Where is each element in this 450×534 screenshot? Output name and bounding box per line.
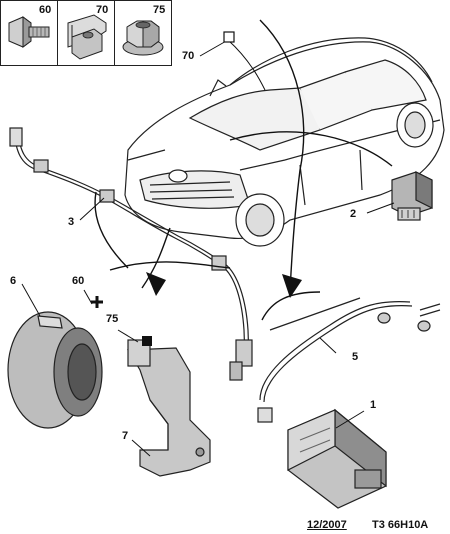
harness-5 [257,297,441,423]
callout-7: 7 [122,430,129,442]
bracket-7 [126,339,211,477]
callout-60: 60 [72,275,85,287]
callout-3: 3 [68,216,75,228]
callout-2: 2 [350,208,357,220]
callout-75: 75 [106,313,119,325]
legend-box-clip: 70 [57,0,115,66]
footer-reference: T3 66H10A [372,519,429,531]
harness-3 [9,127,253,381]
callout-5: 5 [352,351,359,363]
flange-nut-icon [122,20,164,56]
siren-6 [7,311,103,429]
connector-2 [391,171,433,221]
clip-nut-icon [67,14,107,60]
marker-square-open [223,31,235,43]
arrow-heads [146,272,302,298]
callout-6: 6 [10,275,17,287]
callout-1: 1 [370,399,377,411]
footer-date: 12/2007 [307,519,347,531]
callout-70: 70 [182,50,195,62]
control-module-1 [287,408,387,509]
legend-box-nut: 75 [114,0,172,66]
marker-plus [91,296,103,308]
car-illustration [124,37,445,247]
leader-lines [21,39,395,457]
detail-arcs [94,19,393,321]
legend-number-nut: 75 [153,4,166,16]
bolt-icon [8,16,50,48]
legend-number-clip: 70 [96,4,109,16]
legend-number-bolt: 60 [39,4,52,16]
marker-square-filled [142,336,152,346]
legend-box-bolt: 60 [0,0,58,66]
